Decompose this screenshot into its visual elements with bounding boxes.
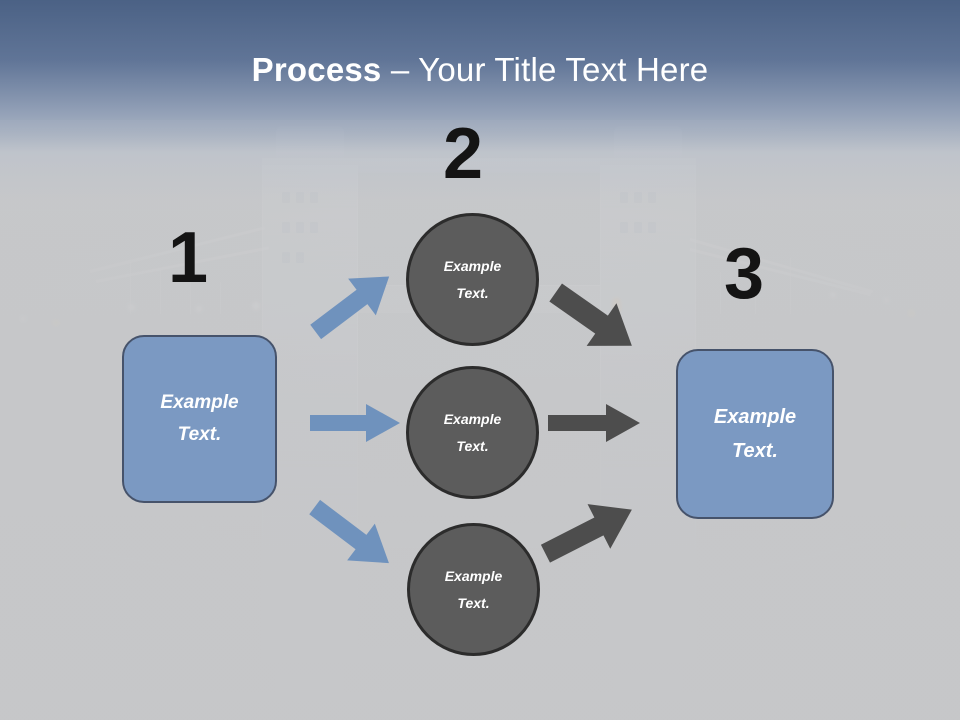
blue-arrow-up-right-icon — [306, 268, 402, 340]
gray-arrow-right-icon — [548, 404, 642, 442]
step-number-1: 1 — [168, 218, 209, 298]
process-step-circle-1-line2: Text. — [456, 284, 489, 301]
step-number-2: 2 — [443, 114, 484, 194]
process-step-circle-1[interactable]: Example Text. — [406, 213, 539, 346]
process-step-circle-3[interactable]: Example Text. — [407, 523, 540, 656]
page-title-bold: Process — [251, 51, 382, 88]
process-step-circle-3-line2: Text. — [457, 594, 490, 611]
process-output-box-line2: Text. — [732, 440, 778, 462]
process-step-circle-2[interactable]: Example Text. — [406, 366, 539, 499]
process-output-box-line1: Example — [713, 406, 797, 428]
header-gradient-band — [0, 0, 960, 200]
gray-arrow-down-right-icon — [545, 283, 645, 356]
process-step-circle-2-line2: Text. — [456, 437, 489, 454]
process-step-circle-2-line1: Example — [443, 410, 502, 427]
blue-arrow-down-right-icon — [303, 499, 403, 572]
blue-arrow-right-icon — [310, 404, 402, 442]
process-input-box-line2: Text. — [177, 424, 222, 445]
step-number-3: 3 — [724, 234, 765, 314]
page-title-rest: – Your Title Text Here — [381, 51, 709, 88]
gray-arrow-up-right-icon — [538, 498, 642, 564]
process-output-box[interactable]: Example Text. — [676, 349, 834, 519]
process-step-circle-1-line1: Example — [443, 257, 502, 274]
page-title: Process – Your Title Text Here — [0, 50, 960, 90]
process-input-box-line1: Example — [160, 392, 239, 413]
process-input-box[interactable]: Example Text. — [122, 335, 277, 503]
process-step-circle-3-line1: Example — [444, 567, 503, 584]
